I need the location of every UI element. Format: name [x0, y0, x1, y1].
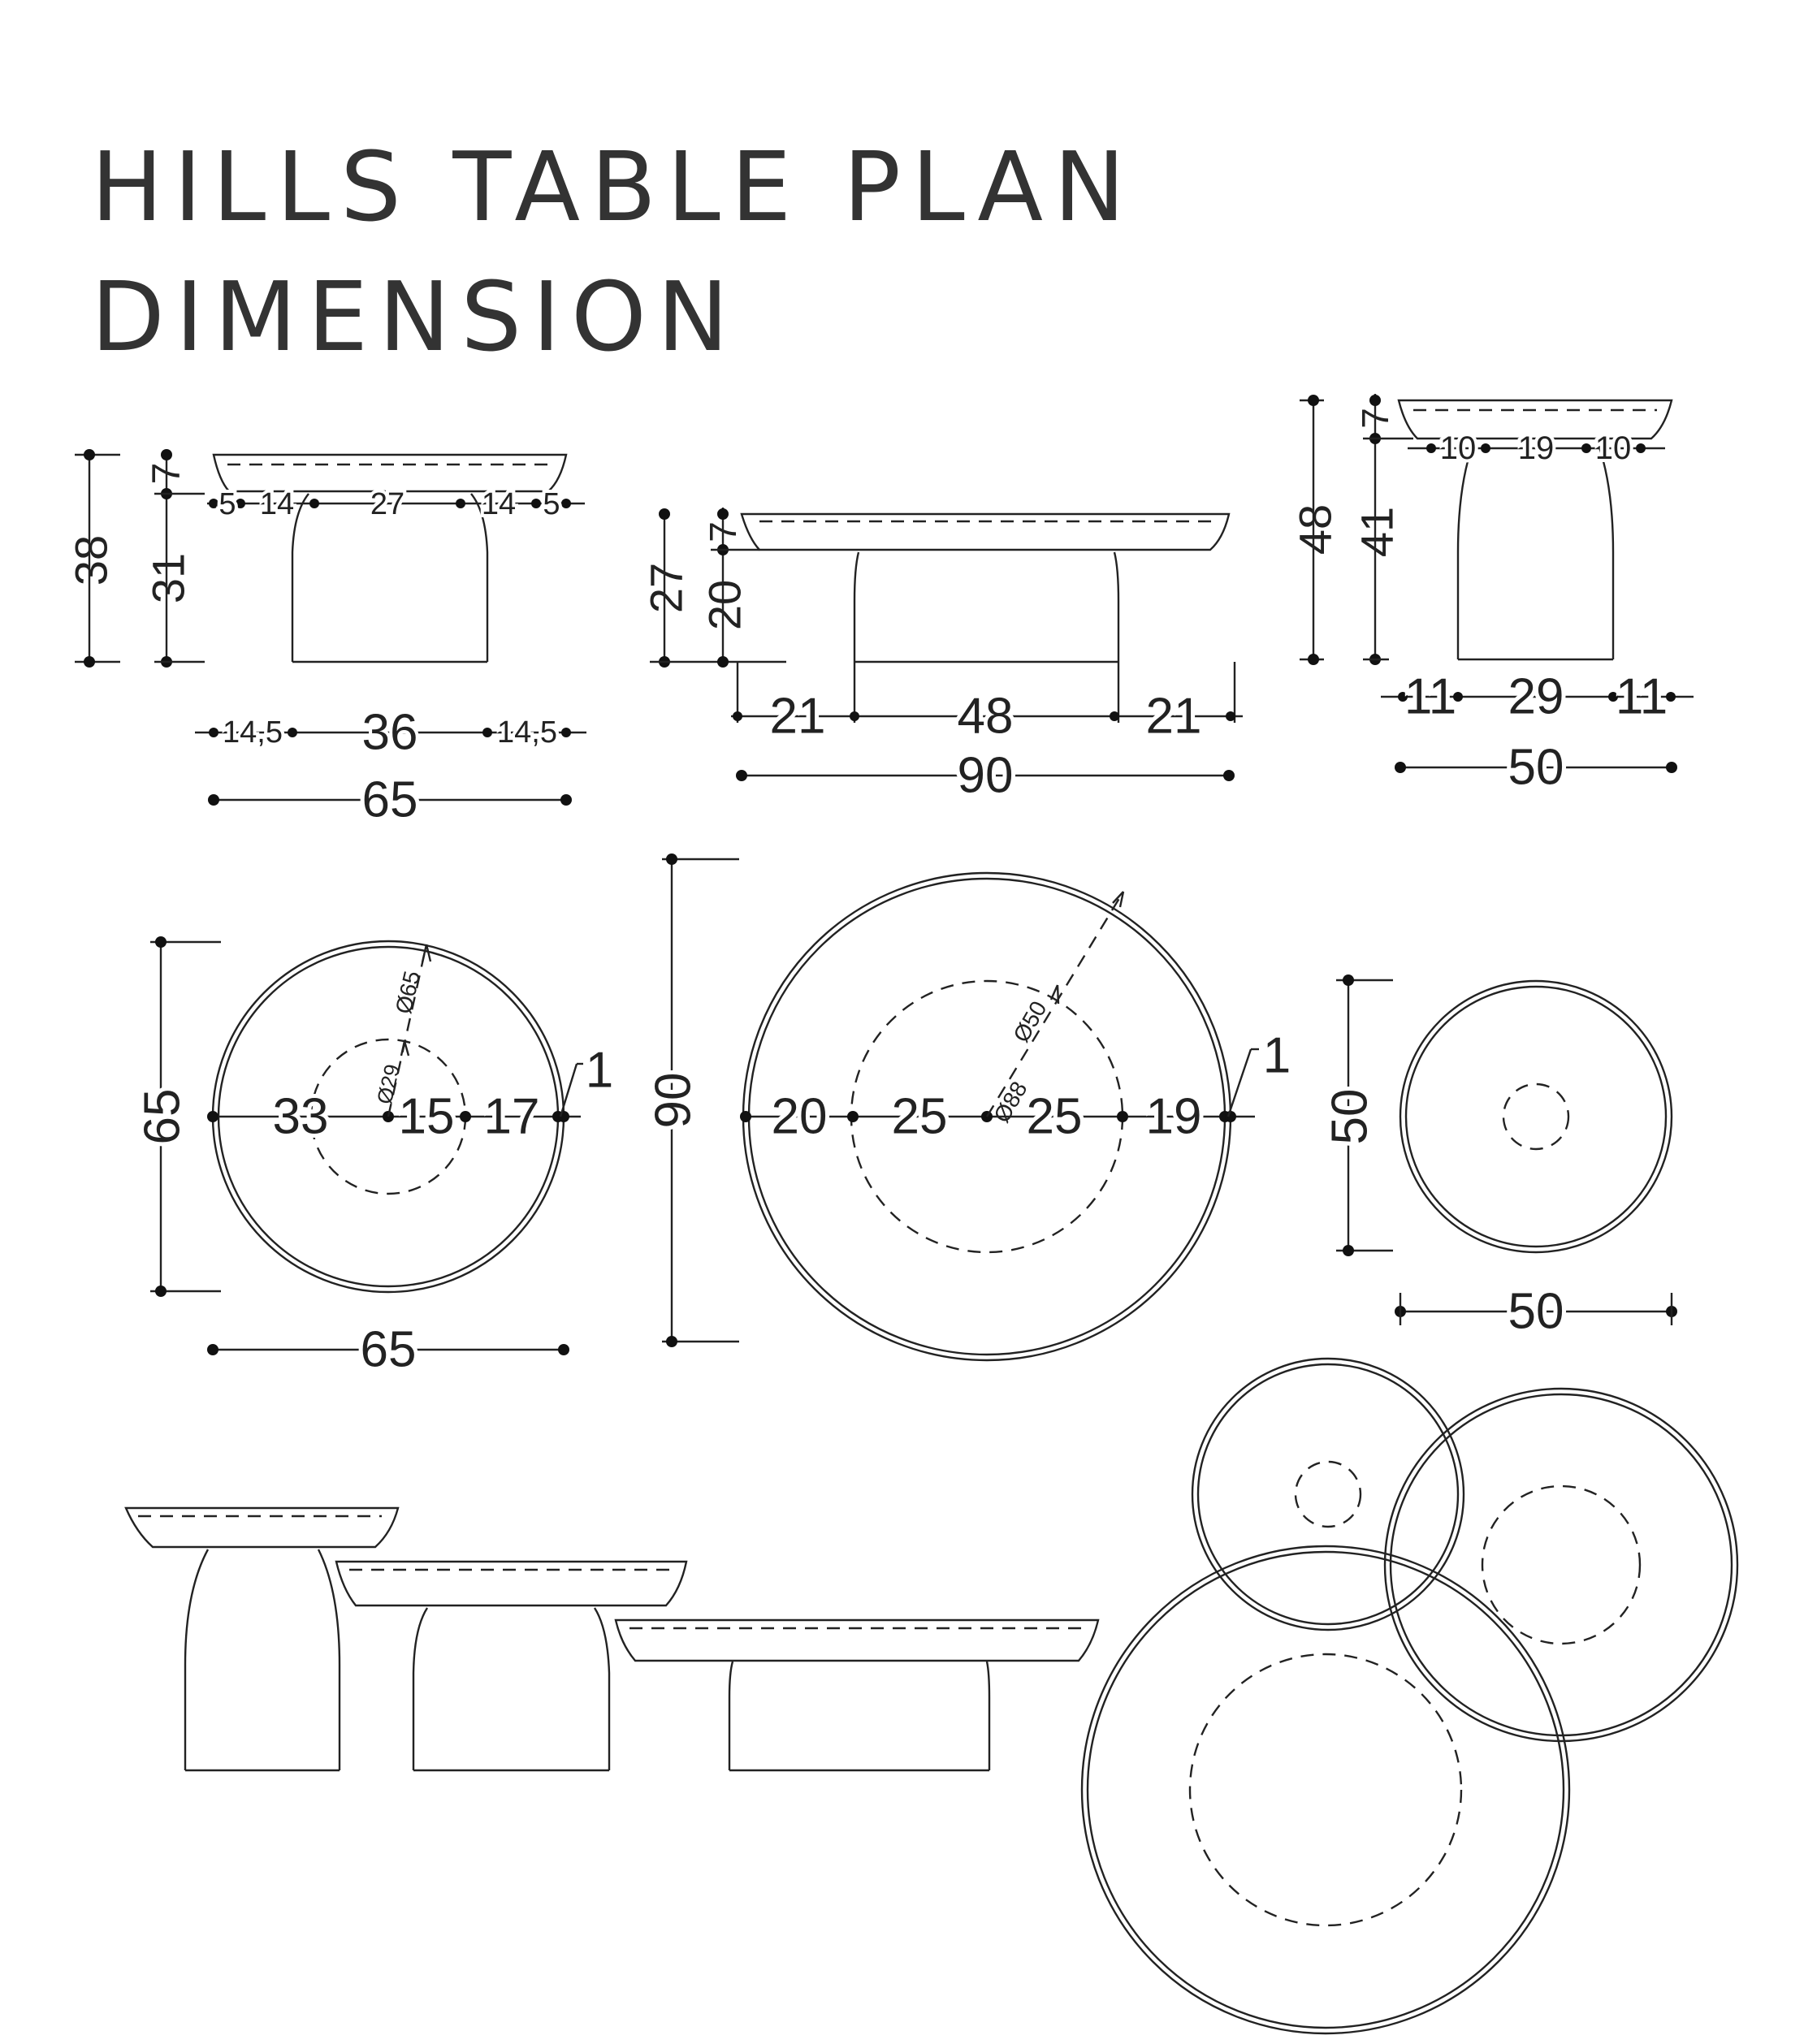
dim-side-tall-top-thickness: 7: [1354, 408, 1396, 429]
plan-view-tall: 50 50: [1318, 974, 1677, 1344]
dim-side-small-base-0: 14,5: [223, 715, 283, 750]
dim-side-large-base-2: 21: [1146, 689, 1202, 745]
dim-side-large-base-height: 20: [699, 580, 751, 630]
dim-plan-large-row-2: 25: [1027, 1089, 1083, 1145]
group-plan-view: [1080, 1357, 1739, 2035]
dim-side-large-top-thickness: 7: [702, 521, 744, 542]
dim-plan-tall-width: 50: [1508, 1284, 1564, 1340]
dim-side-large-base-1: 48: [958, 689, 1014, 745]
page-title: HILLS TABLE PLAN DIMENSION: [91, 122, 1136, 382]
dim-plan-small-height: 65: [135, 1089, 191, 1145]
dim-side-tall-base-1: 29: [1508, 669, 1564, 725]
dim-side-small-base-1: 36: [362, 705, 418, 761]
dim-plan-small-row-1: 15: [399, 1089, 455, 1145]
dim-side-small-base-2: 14,5: [497, 715, 557, 750]
dim-side-small-top-2: 27: [370, 487, 404, 521]
dim-side-large-width: 90: [958, 748, 1014, 804]
dim-side-tall-base-2: 11: [1616, 669, 1668, 725]
dim-side-tall-base-height: 41: [1352, 507, 1403, 557]
dim-plan-large-height: 90: [646, 1073, 702, 1129]
dim-plan-tall-height: 50: [1322, 1089, 1378, 1145]
group-side-view: [124, 1506, 1100, 1772]
dim-plan-small-row-2: 17: [484, 1089, 540, 1145]
side-view-small: 38 7 31 5 14 27 14 5 14,5 36 14,5 65: [66, 449, 586, 832]
dim-plan-small-rim: 1: [586, 1043, 613, 1099]
dim-side-small-base-height: 31: [143, 553, 194, 603]
dim-side-tall-width: 50: [1508, 740, 1564, 796]
side-view-large: 27 7 20 21 48 21 90: [641, 508, 1243, 808]
side-view-tall: 48 7 41 10 19 10 11 29 11 50: [1290, 394, 1694, 800]
dim-side-large-base-0: 21: [770, 689, 826, 745]
dim-side-small-width: 65: [362, 772, 418, 828]
dim-side-tall-top-0: 10: [1440, 430, 1477, 466]
dim-plan-large-row-0: 20: [772, 1089, 828, 1145]
dim-side-small-top-4: 5: [543, 487, 560, 521]
dim-plan-small-row-0: 33: [273, 1089, 329, 1145]
dim-side-tall-top-1: 19: [1518, 430, 1555, 466]
dim-plan-large-rim: 1: [1263, 1028, 1291, 1084]
plan-view-large: 20 25 25 19 1 Ø50 Ø88 90: [642, 853, 1291, 1362]
title-line-1: HILLS TABLE PLAN: [91, 131, 1136, 243]
dim-side-small-top-0: 5: [218, 487, 236, 521]
title-line-2: DIMENSION: [91, 261, 740, 373]
dim-side-small-total-height: 38: [66, 535, 117, 586]
dim-side-small-top-3: 14: [482, 487, 516, 521]
dim-side-small-top-thickness: 7: [145, 463, 188, 485]
dim-side-tall-total-height: 48: [1290, 504, 1341, 555]
plan-view-small: 33 15 17 1 Ø65 Ø29 65 65: [131, 936, 613, 1382]
dim-plan-large-row-3: 19: [1146, 1089, 1202, 1145]
dim-plan-small-width: 65: [361, 1322, 417, 1378]
dim-side-tall-base-0: 11: [1404, 669, 1456, 725]
dim-plan-small-outer-diameter: Ø65: [391, 969, 425, 1017]
dim-side-tall-top-2: 10: [1595, 430, 1632, 466]
dim-plan-large-row-1: 25: [892, 1089, 948, 1145]
dim-side-large-total-height: 27: [641, 563, 692, 613]
dim-side-small-top-1: 14: [260, 487, 294, 521]
